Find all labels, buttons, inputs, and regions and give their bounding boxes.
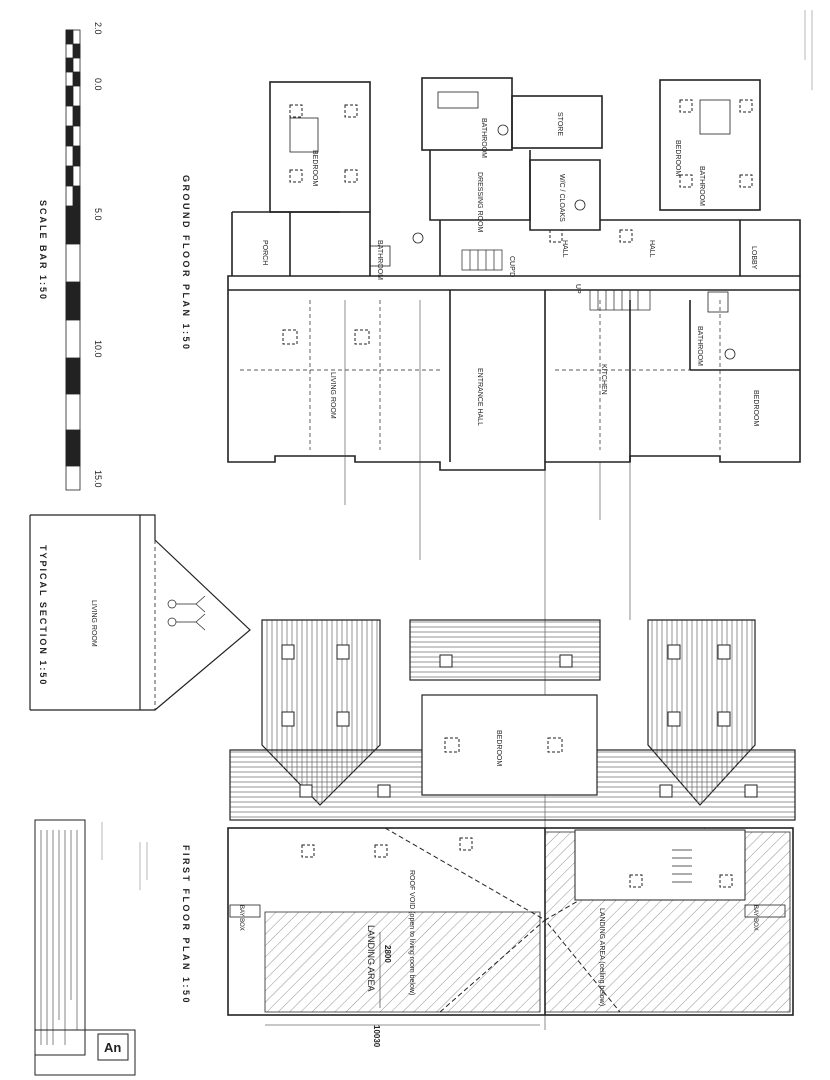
scale-tick-15-0: 15.0 (93, 470, 103, 488)
title-block-logo-box (97, 1033, 129, 1061)
ground-floor-wing-store (511, 95, 603, 149)
first-floor-stair-treads (672, 849, 692, 883)
room-label-bathroom-mid: BATHROOM (376, 240, 383, 280)
section-outline (30, 514, 251, 711)
room-label-store: STORE (556, 112, 563, 136)
dimension-10030: 10030 (372, 1025, 381, 1048)
room-label-dressing-room: DRESSING ROOM (476, 172, 483, 232)
roof-central-ridge (409, 619, 601, 681)
typical-section-title: TYPICAL SECTION 1:50 (38, 545, 48, 686)
ground-floor-wing-wc (529, 159, 601, 231)
notes-box (34, 819, 86, 1056)
room-label-wc-cloaks: W/C / CLOAKS (558, 174, 565, 222)
bay-box-left-label: BAY BOX (238, 905, 244, 931)
first-floor-outer-wall (227, 827, 794, 1016)
room-label-cupd: CUP'D (508, 256, 515, 277)
landing-area-right-label: LANDING AREA (ceiling below) (598, 908, 605, 1006)
ground-floor-plan-title: GROUND FLOOR PLAN 1:50 (181, 175, 191, 352)
title-block (34, 1029, 136, 1076)
first-floor-stair-core (574, 829, 746, 901)
ground-floor-dashed-lines (240, 300, 790, 450)
notes-text-lines (40, 830, 78, 1045)
scale-tick-5-0: 5.0 (93, 208, 103, 221)
first-floor-plan-title: FIRST FLOOR PLAN 1:50 (181, 845, 191, 1005)
notes-block (34, 819, 136, 1076)
scale-bar-title: SCALE BAR 1:50 (38, 200, 48, 301)
ground-floor-labels: BEDROOM BATHROOM STORE BEDROOM BATHROOM … (261, 112, 759, 426)
roof-skylights (281, 644, 758, 798)
roof-bedroom-label: BEDROOM (495, 730, 502, 766)
bay-box-right-label: BAY BOX (752, 905, 758, 931)
first-floor-plan (227, 827, 794, 1026)
ground-floor-plan (227, 77, 801, 471)
room-label-kitchen: KITCHEN (600, 364, 607, 395)
room-label-porch: PORCH (261, 240, 268, 265)
landing-area-left-label: LANDING AREA (366, 925, 376, 992)
room-label-hall-2: HALL (648, 240, 655, 258)
room-label-up: UP (574, 284, 581, 294)
ground-floor-wing-left (269, 81, 371, 213)
room-label-hall-1: HALL (561, 240, 568, 258)
ground-floor-rooflights (282, 99, 753, 345)
dimension-2800: 2800 (383, 945, 392, 963)
ground-floor-fixtures (289, 91, 736, 360)
room-label-living-room: LIVING ROOM (329, 372, 336, 419)
room-label-bathroom-top: BATHROOM (480, 118, 487, 158)
room-label-bathroom-right: BATHROOM (698, 166, 705, 206)
bay-box-left-outline (229, 904, 261, 918)
landing-area-left-hatched (264, 911, 541, 1013)
room-label-bathroom-lower: BATHROOM (696, 326, 703, 366)
bay-box-right-outline (744, 904, 786, 918)
ground-floor-outer-wall (227, 275, 801, 471)
room-label-bedroom-left: BEDROOM (311, 150, 318, 186)
ground-floor-wing-middle (421, 77, 513, 151)
room-label-bedroom-right: BEDROOM (674, 140, 681, 176)
ground-floor-stairs (461, 249, 651, 311)
scale-tick-2-0: 2.0 (93, 22, 103, 35)
section-figures (167, 595, 206, 631)
roof-plan (229, 619, 796, 821)
room-label-lobby: LOBBY (750, 246, 757, 270)
scale-tick-0-0: 0.0 (93, 78, 103, 91)
typical-section (29, 514, 251, 711)
ground-floor-wing-right (659, 79, 761, 211)
first-floor-labels: ROOF VOID (open to living room below) LA… (238, 870, 758, 1048)
scale-bar: 2.0 0.0 5.0 10.0 15.0 SCALE BAR 1:50 (38, 22, 103, 491)
title-block-logo: An (104, 1040, 121, 1055)
roof-void-label: ROOF VOID (open to living room below) (408, 870, 415, 995)
room-label-entrance-hall: ENTRANCE HALL (476, 368, 483, 426)
ground-floor-hall-block (231, 211, 801, 276)
first-floor-rooflights (301, 837, 733, 888)
room-label-bedroom-lower: BEDROOM (752, 390, 759, 426)
scale-bar-segments (65, 29, 81, 491)
side-note-lines (101, 10, 813, 890)
scale-tick-10-0: 10.0 (93, 340, 103, 358)
section-room-label: LIVING ROOM (90, 600, 97, 647)
